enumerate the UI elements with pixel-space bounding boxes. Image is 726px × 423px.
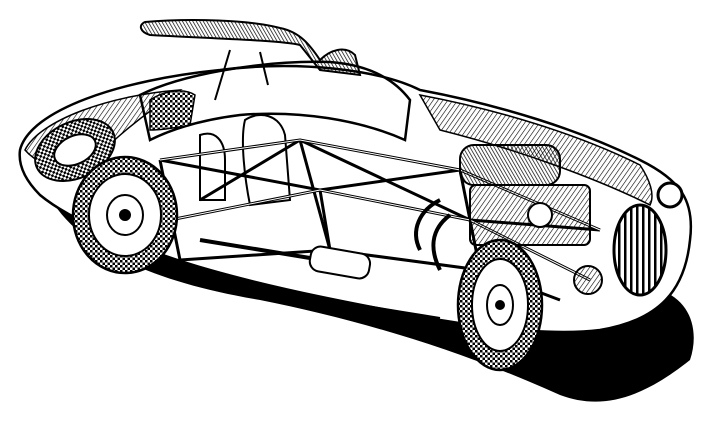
front-wheel — [456, 238, 544, 372]
roof-frame — [138, 60, 412, 142]
rear-window — [149, 90, 196, 131]
front-grille — [612, 203, 668, 297]
headlight — [656, 181, 684, 209]
fog-light — [573, 265, 603, 295]
gullwing-door — [139, 19, 362, 77]
rear-wheel — [71, 155, 179, 275]
muffler — [308, 245, 372, 280]
engine — [414, 144, 591, 271]
